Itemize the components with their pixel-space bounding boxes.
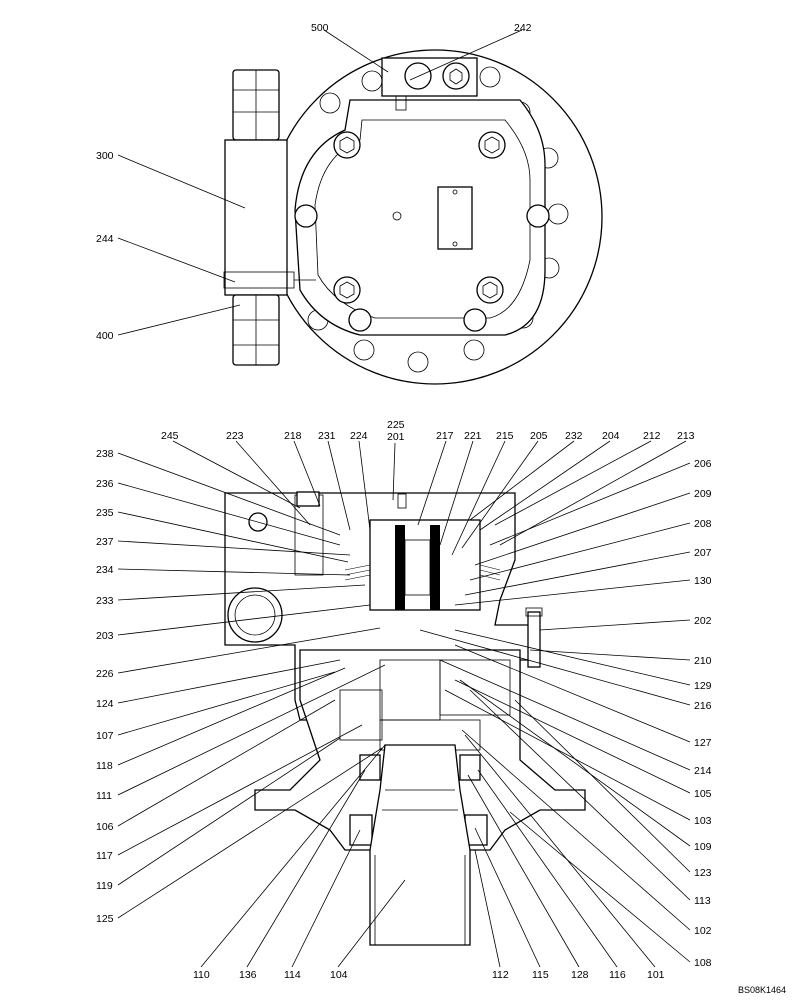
callout-label: 233 (96, 595, 114, 607)
callout-label: 224 (350, 430, 368, 442)
leader-lines (117, 29, 691, 968)
callout-label: 109 (694, 841, 712, 853)
callout-label: 213 (677, 430, 695, 442)
output-shaft (369, 744, 471, 946)
callout-label: 225 (387, 419, 405, 431)
callout-label: 118 (96, 760, 113, 772)
callout-label: 130 (694, 575, 712, 587)
callout-label: 129 (694, 680, 712, 692)
bearings (349, 754, 488, 846)
drawing-code: BS08K1464 (738, 985, 786, 995)
callout-label: 125 (96, 913, 114, 925)
callout-label: 124 (96, 698, 114, 710)
callout-label: 207 (694, 547, 712, 559)
callout-label: 136 (239, 969, 257, 981)
cylinder-block (369, 519, 481, 611)
callout-label: 101 (647, 969, 665, 981)
callout-label: 238 (96, 448, 114, 460)
callout-label: 218 (284, 430, 302, 442)
callout-label: 232 (565, 430, 583, 442)
callout-label: 104 (330, 969, 348, 981)
callout-label: 117 (96, 850, 113, 862)
motor-housing (294, 99, 546, 336)
name-plate (437, 186, 473, 250)
callout-label: 221 (464, 430, 482, 442)
callout-label: 209 (694, 488, 712, 500)
callout-label: 400 (96, 330, 114, 342)
callout-label: 226 (96, 668, 114, 680)
callout-label: 128 (571, 969, 589, 981)
callout-label: 127 (694, 737, 712, 749)
callout-label: 107 (96, 730, 114, 742)
top-view (223, 49, 603, 385)
callout-label: 202 (694, 615, 712, 627)
callout-label: 214 (694, 765, 712, 777)
callout-label: 205 (530, 430, 548, 442)
callout-label: 119 (96, 880, 113, 892)
callout-label: 237 (96, 536, 114, 548)
port-circle (227, 587, 283, 643)
callout-label: 223 (226, 430, 244, 442)
callout-label: 216 (694, 700, 712, 712)
callout-label: 206 (694, 458, 712, 470)
callout-label: 244 (96, 233, 114, 245)
callout-label: 204 (602, 430, 620, 442)
callout-label: 113 (694, 895, 711, 907)
callout-label: 231 (318, 430, 336, 442)
callout-label: 105 (694, 788, 712, 800)
section-view (224, 491, 586, 946)
callout-label: 234 (96, 564, 114, 576)
callout-label: 236 (96, 478, 114, 490)
callout-label: 245 (161, 430, 179, 442)
callout-label: 123 (694, 867, 712, 879)
callout-label: 212 (643, 430, 661, 442)
callout-label: 115 (532, 969, 549, 981)
callout-label: 112 (492, 969, 509, 981)
callout-label: 111 (96, 790, 112, 802)
callout-label: 215 (496, 430, 514, 442)
center-hole (392, 211, 402, 221)
callout-label: 242 (514, 22, 532, 34)
callout-label: 217 (436, 430, 454, 442)
callout-label: 500 (311, 22, 329, 34)
callout-label: 103 (694, 815, 712, 827)
callout-label: 108 (694, 957, 712, 969)
callout-label: 208 (694, 518, 712, 530)
housing-bolts (294, 131, 550, 332)
callout-label: 300 (96, 150, 114, 162)
callout-label: 106 (96, 821, 114, 833)
callout-label: 110 (193, 969, 210, 981)
callout-labels: 500 242 300 244 400 245 223 218 231 224 … (96, 22, 786, 995)
callout-label: 102 (694, 925, 712, 937)
callout-label: 235 (96, 507, 114, 519)
callout-label: 201 (387, 431, 405, 443)
callout-label: 210 (694, 655, 712, 667)
callout-label: 114 (284, 969, 301, 981)
callout-label: 203 (96, 630, 114, 642)
relief-valve (223, 69, 316, 366)
callout-label: 116 (609, 969, 626, 981)
